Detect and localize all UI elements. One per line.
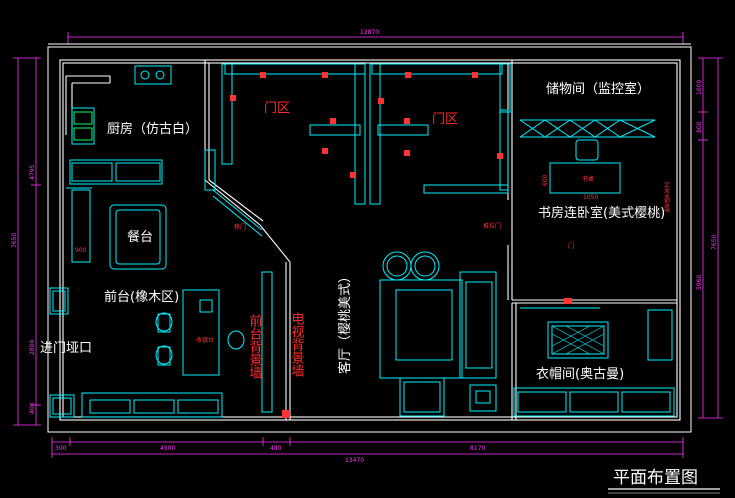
dim-right-mid: 800 (696, 121, 703, 133)
dim-bottom-right: 8170 (470, 445, 485, 452)
tv-wall-label: 电视背景墙 (289, 312, 305, 377)
storage-label: 储物间（监控室） (546, 81, 650, 97)
outer-frame (47, 43, 692, 433)
kitchen-label: 厨房（仿古白） (107, 121, 198, 137)
cabinet-tag: 收银台 (196, 336, 214, 344)
study-label: 书房连卧室(美式樱桃) (538, 205, 665, 221)
dining-size-tag: 900 (75, 247, 87, 254)
dim-right-total: 7650 (711, 235, 718, 250)
desk-label: 书桌 (582, 175, 594, 183)
rack-tags (230, 72, 572, 418)
dim-right-bottom: 5960 (696, 275, 703, 290)
desk-size: 1050 (583, 194, 598, 201)
dim-left-top: 4795 (29, 165, 36, 180)
dim-left-small: 400 (29, 402, 36, 414)
dining-label: 餐台 (127, 229, 153, 245)
side-text-tag: 实木造型墙 (663, 181, 670, 213)
dim-bottom-left-1: 300 (55, 445, 67, 452)
dim-top-total: 12870 (360, 29, 379, 36)
dim-left-total: 7650 (11, 233, 18, 248)
dimension-lines (13, 32, 723, 458)
desk-depth: 600 (542, 174, 549, 186)
door-mid-tag: 推拉门 (483, 222, 501, 230)
side-mark-tag: 门 (568, 242, 574, 250)
dim-left-bottom: 2800 (29, 340, 36, 355)
front-desk-wall-label: 前台背景墙 (247, 313, 263, 379)
door-left-tag: 移门 (234, 223, 246, 231)
dim-bottom-left-2: 4500 (160, 445, 175, 452)
dim-right-top: 1000 (696, 80, 703, 95)
door-zone-left-label: 门区 (264, 101, 290, 116)
door-zone-right-label: 门区 (432, 112, 458, 127)
entrance-label: 进门垭口 (40, 341, 92, 356)
dim-bottom-total: 13470 (345, 457, 364, 464)
front-desk-label: 前台(橡木区) (104, 289, 179, 305)
cloakroom-label: 衣帽间(奥古曼) (536, 366, 624, 382)
dim-bottom-mid: 480 (270, 445, 282, 452)
drawing-title: 平面布置图 (613, 468, 698, 488)
walls (59, 59, 681, 421)
living-room-label: 客厅（樱桃美式） (337, 270, 353, 374)
fixtures (49, 63, 675, 418)
